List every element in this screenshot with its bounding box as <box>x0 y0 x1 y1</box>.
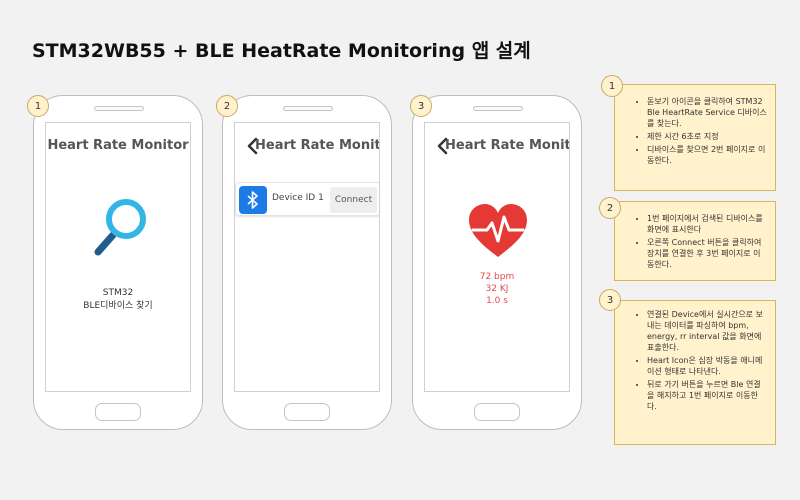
screen-title: Heart Rate Monitor <box>47 138 189 153</box>
energy-value: 32 KJ <box>485 284 509 294</box>
bluetooth-icon <box>239 186 267 214</box>
note-2: 1번 페이지에서 검색된 디바이스를 화면에 표시한다 오른쪽 Connect … <box>614 201 776 281</box>
search-caption-line1: STM32 <box>102 288 134 298</box>
phone-1: Heart Rate Monitor STM32 BLE디바이스 찾기 <box>33 95 203 430</box>
home-button <box>474 403 520 421</box>
note-1: 돋보기 아이콘을 클릭하여 STM32 Ble HeartRate Servic… <box>614 84 776 191</box>
page-title: STM32WB55 + BLE HeatRate Monitoring 앱 설계 <box>32 40 531 62</box>
bpm-value: 72 bpm <box>479 272 515 282</box>
note-item: 오른쪽 Connect 버튼을 클릭하여 장치를 연결한 후 3번 페이지로 이… <box>647 237 767 270</box>
connect-button[interactable]: Connect <box>330 187 377 213</box>
phone-3: Heart Rate Monitor 72 bpm 32 KJ 1.0 s <box>412 95 582 430</box>
home-button <box>284 403 330 421</box>
heart-pulse-icon <box>467 203 529 259</box>
screen-title: Heart Rate Monitor <box>445 138 570 153</box>
phone-2: Heart Rate Monitor Device ID 1 Connect <box>222 95 392 430</box>
back-arrow-icon[interactable] <box>245 137 261 155</box>
search-caption-line2: BLE디바이스 찾기 <box>83 301 153 311</box>
note-item: Heart Icon은 심장 박동을 애니메이션 형태로 나타낸다. <box>647 355 767 377</box>
device-name: Device ID 1 <box>272 193 324 203</box>
step-badge-1: 1 <box>27 95 49 117</box>
rr-interval-value: 1.0 s <box>486 296 508 306</box>
note-3: 연결된 Device에서 실시간으로 보내는 데이터를 파싱하여 bpm, en… <box>614 300 776 445</box>
phone-speaker <box>473 106 523 111</box>
home-button <box>95 403 141 421</box>
note-item: 제한 시간 6초로 지정 <box>647 131 767 142</box>
note-item: 연결된 Device에서 실시간으로 보내는 데이터를 파싱하여 bpm, en… <box>647 309 767 353</box>
note-badge-1: 1 <box>601 75 623 97</box>
screen-title: Heart Rate Monitor <box>255 138 380 153</box>
note-badge-3: 3 <box>599 289 621 311</box>
phone-2-screen: Heart Rate Monitor Device ID 1 Connect <box>234 122 380 392</box>
note-item: 돋보기 아이콘을 클릭하여 STM32 Ble HeartRate Servic… <box>647 96 767 129</box>
note-badge-2: 2 <box>599 197 621 219</box>
note-item: 디바이스를 찾으면 2번 페이지로 이동한다. <box>647 144 767 166</box>
note-item: 뒤로 가기 버튼을 누르면 Ble 연결을 해지하고 1번 페이지로 이동한다. <box>647 379 767 412</box>
phone-3-screen: Heart Rate Monitor 72 bpm 32 KJ 1.0 s <box>424 122 570 392</box>
device-list-item[interactable]: Device ID 1 Connect <box>235 182 379 216</box>
phone-speaker <box>283 106 333 111</box>
back-arrow-icon[interactable] <box>435 137 451 155</box>
step-badge-2: 2 <box>216 95 238 117</box>
phone-1-screen: Heart Rate Monitor STM32 BLE디바이스 찾기 <box>45 122 191 392</box>
phone-speaker <box>94 106 144 111</box>
magnifier-icon[interactable] <box>92 197 148 257</box>
step-badge-3: 3 <box>410 95 432 117</box>
note-item: 1번 페이지에서 검색된 디바이스를 화면에 표시한다 <box>647 213 767 235</box>
